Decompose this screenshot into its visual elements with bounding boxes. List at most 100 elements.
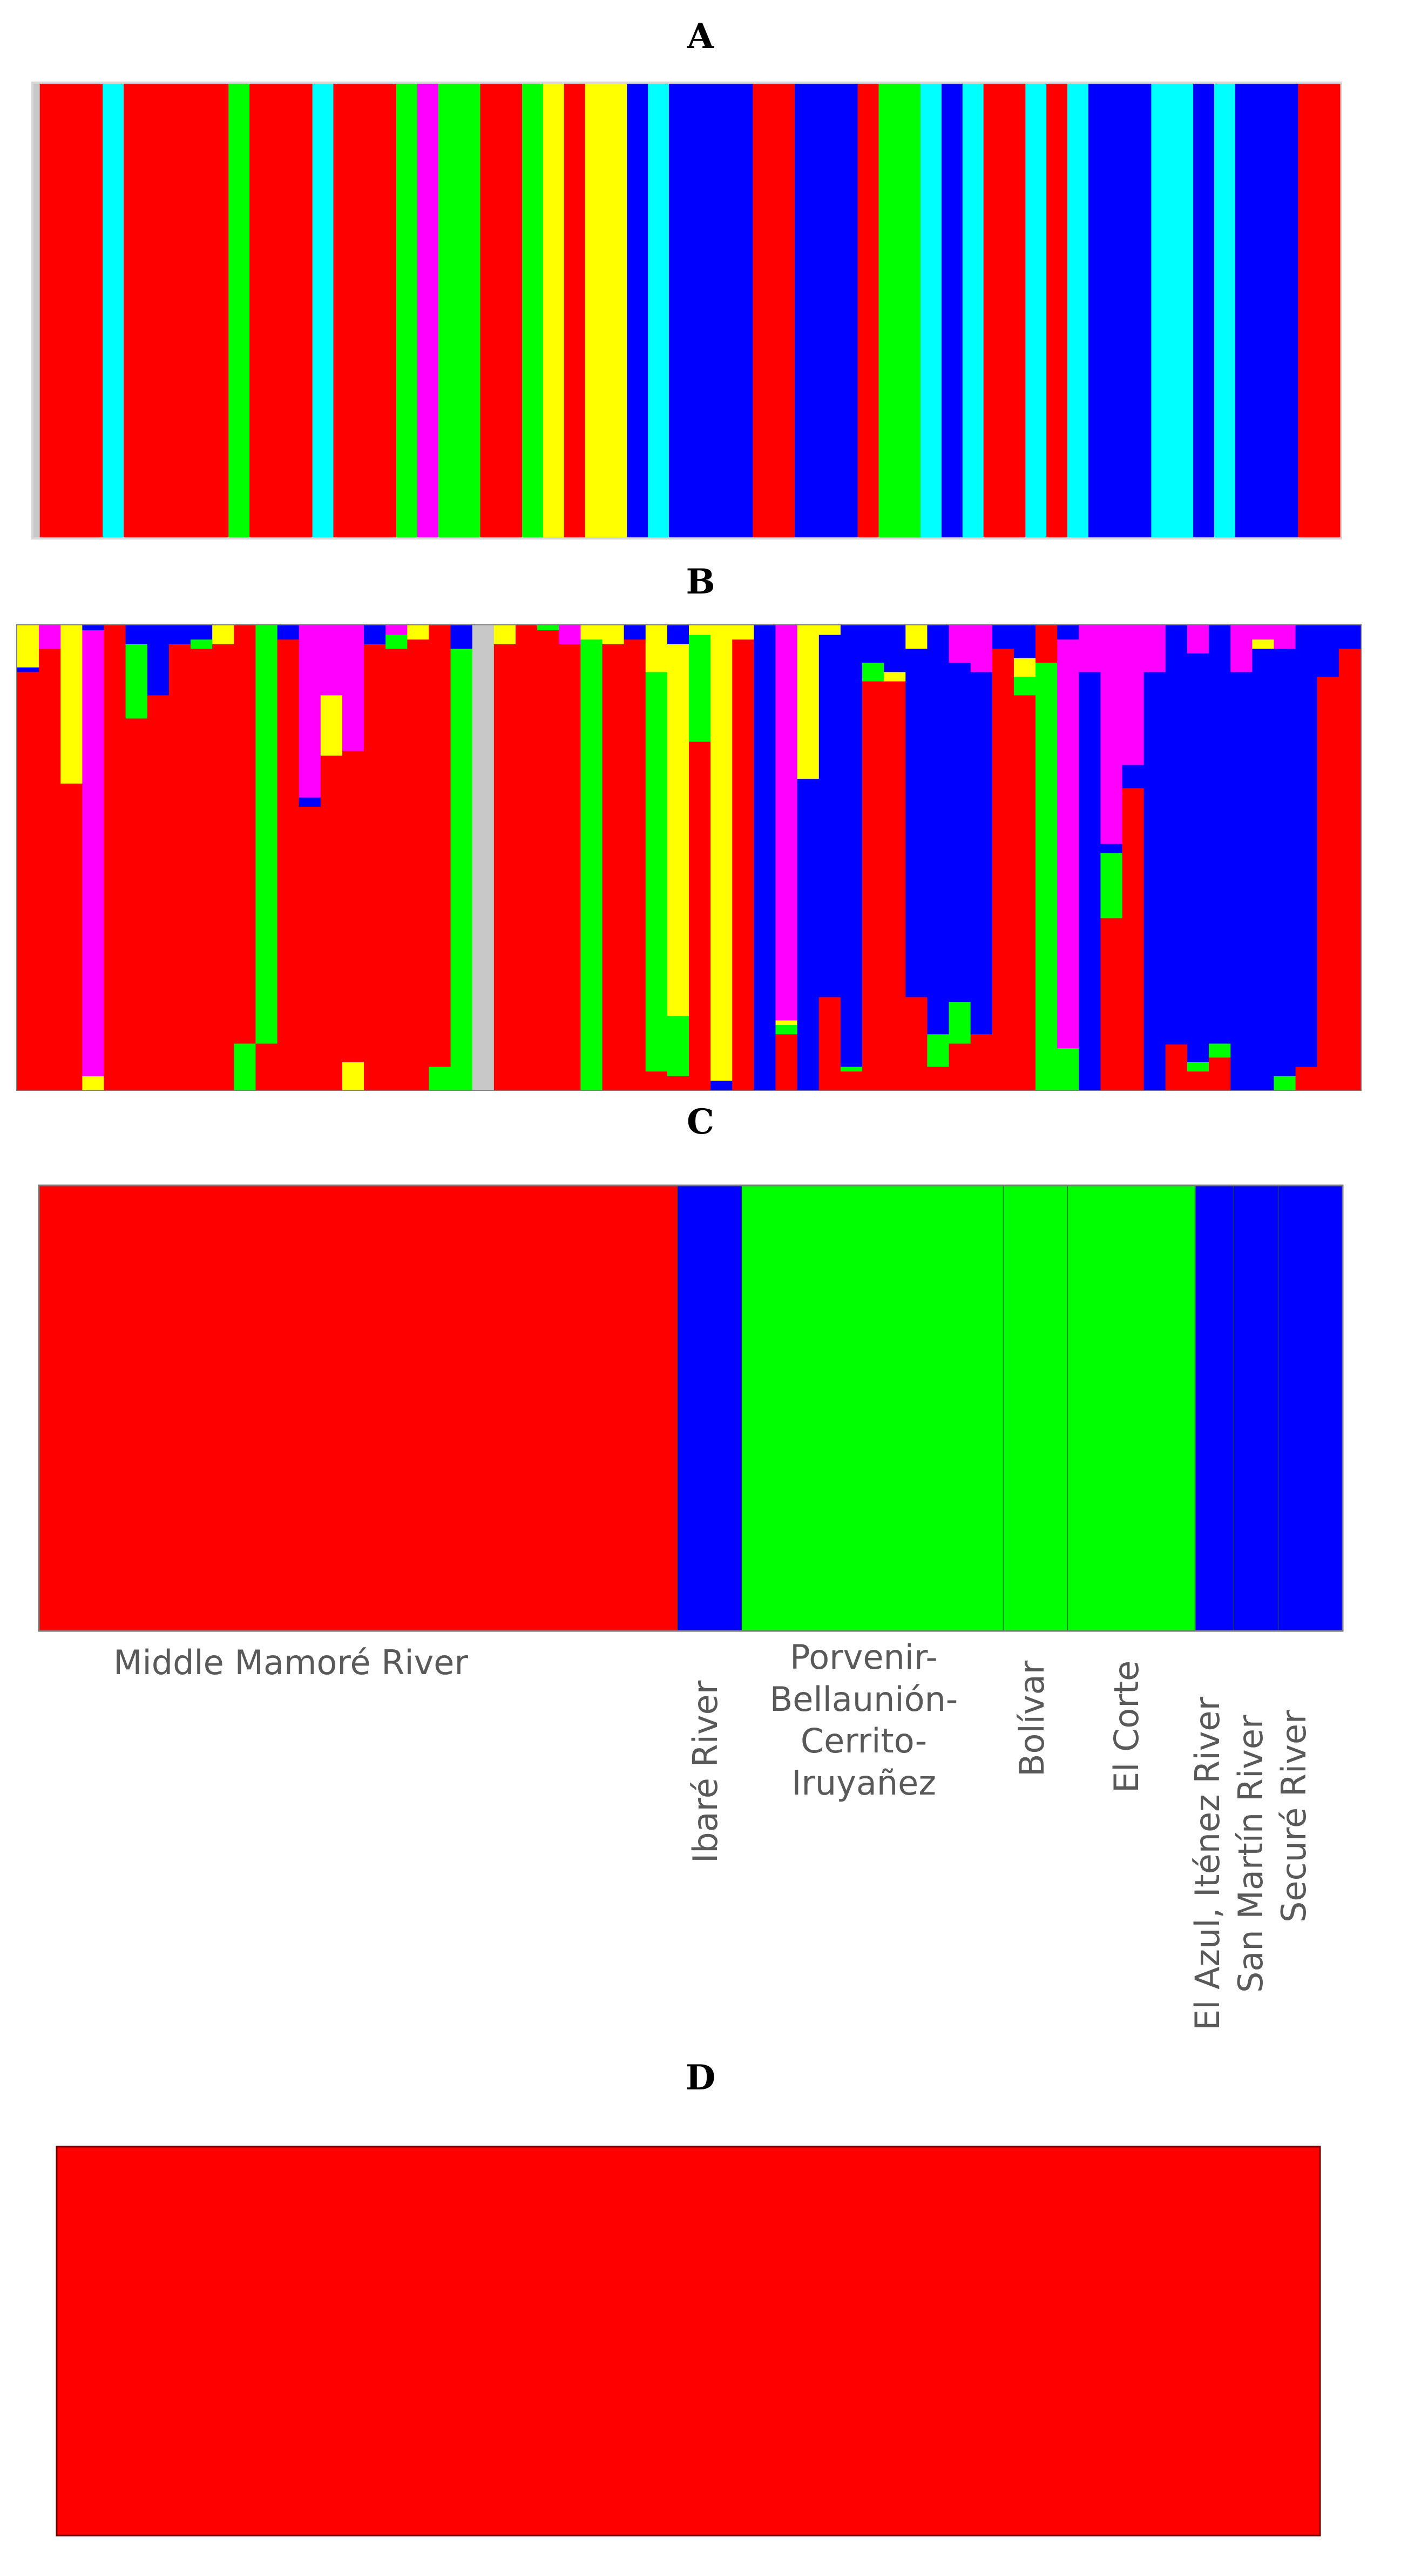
panel-b-col-42-seg-2: [927, 625, 950, 1035]
pop-label-san-martin: San Martín River: [1231, 1715, 1270, 1993]
panel-b-col-19-seg-0: [429, 1067, 451, 1090]
pop-label-bolivar: Bolívar: [1012, 1660, 1052, 1777]
panel-a-bar-19: [753, 84, 795, 537]
pop-label-ibare: Ibaré River: [686, 1680, 725, 1863]
panel-a-bar-30: [1088, 84, 1152, 537]
panel-b-col-27-seg-0: [602, 644, 625, 1090]
panel-c-group-0: [39, 1185, 678, 1631]
panel-b-col-44-seg-0: [970, 1034, 993, 1090]
panel-b-col-31-seg-0: [689, 741, 711, 1090]
panel-b-col-25-seg-0: [559, 644, 581, 1090]
panel-b-col-40-seg-0: [884, 681, 906, 1090]
panel-b-col-5-seg-0: [125, 718, 148, 1090]
panel-c-group-1: [678, 1185, 742, 1631]
panel-b-col-23-seg-0: [515, 625, 538, 1090]
panel-b-col-13-seg-1: [299, 797, 321, 807]
panel-b-col-43-seg-0: [949, 1043, 971, 1090]
panel-b-col-6-seg-1: [147, 625, 170, 696]
panel-b-col-2-seg-0: [60, 783, 83, 1090]
panel-c-group-3: [1004, 1185, 1068, 1631]
panel-c-group-7: [1278, 1185, 1343, 1631]
pop-label-porvenir-line-2: Bellaunión-: [769, 1679, 958, 1719]
panel-b-col-4-seg-0: [104, 625, 126, 1090]
panel-b-col-14-seg-0: [320, 755, 343, 1090]
panel-b-col-24-seg-0: [537, 630, 559, 1090]
panel-b-col-16-seg-1: [364, 625, 386, 644]
panel-b-col-10-seg-0: [234, 1043, 256, 1090]
panel-b-col-9-seg-0: [212, 644, 234, 1090]
panel-b-col-39-seg-1: [862, 662, 884, 682]
panel-b-col-49-seg-1: [1079, 625, 1101, 672]
panel-b-col-59-seg-1: [1295, 625, 1318, 1067]
panel-b-col-55-seg-2: [1209, 625, 1231, 1044]
panel-a-bar-1: [39, 84, 103, 537]
panel-c-group-6: [1234, 1185, 1279, 1631]
panel-b-col-31-seg-1: [689, 635, 711, 742]
panel-b-col-41-seg-0: [905, 997, 928, 1090]
panel-b-col-38-seg-0: [840, 1071, 863, 1090]
panel-a-bar-16: [627, 84, 648, 537]
panel-b-col-60-seg-0: [1317, 676, 1339, 1090]
panel-a-bar-31: [1151, 84, 1194, 537]
panel-b-col-42-seg-1: [927, 1034, 950, 1067]
panel-b-col-18-seg-0: [407, 639, 429, 1090]
panel-a-bar-28: [1046, 84, 1068, 537]
panel-b-col-29-seg-0: [645, 1071, 668, 1090]
panel-b-col-3-seg-2: [82, 630, 105, 1076]
panel-b-col-39-seg-2: [862, 625, 884, 663]
panel-b-col-17-seg-2: [385, 625, 408, 635]
panel-b-col-54-seg-1: [1187, 1062, 1209, 1072]
panel-b-col-8-seg-1: [191, 639, 213, 649]
panel-b-col-43-seg-3: [949, 625, 971, 663]
panel-d-label: D: [685, 2058, 716, 2098]
panel-b-col-30-seg-1: [667, 1015, 689, 1076]
panel-b-col-27-seg-1: [602, 625, 625, 644]
panel-b-col-22-seg-1: [493, 625, 516, 644]
panel-a-bar-23: [921, 84, 942, 537]
panel-b-col-13-seg-2: [299, 625, 321, 798]
panel-b-col-5-seg-1: [125, 644, 148, 719]
panel-b-col-5-seg-2: [125, 625, 148, 644]
panel-b-col-45-seg-0: [992, 649, 1014, 1090]
panel-b-col-37-seg-2: [818, 625, 841, 635]
panel-c-group-5: [1195, 1185, 1234, 1631]
panel-b-col-58-seg-1: [1274, 649, 1296, 1076]
panel-a-bar-17: [648, 84, 669, 537]
panel-b-col-12-seg-0: [277, 639, 300, 1090]
panel-b-col-8-seg-2: [191, 625, 213, 640]
panel-b-col-56-seg-1: [1230, 625, 1253, 672]
panel-a-bar-4: [228, 84, 250, 537]
panel-b-col-0-seg-0: [17, 672, 39, 1090]
panel-b-col-33-seg-1: [732, 625, 754, 640]
panel-b-col-19-seg-1: [429, 625, 451, 1067]
panel-a-bar-7: [333, 84, 397, 537]
panel-c-group-4: [1067, 1185, 1196, 1631]
panel-b-col-18-seg-1: [407, 625, 429, 640]
panel-b-col-46-seg-1: [1013, 676, 1036, 696]
panel-b-col-6-seg-0: [147, 695, 170, 1090]
panel-b-col-30-seg-0: [667, 1076, 689, 1090]
panel-b-col-0-seg-2: [17, 625, 39, 667]
panel-b-col-20-seg-1: [450, 625, 473, 649]
panel-b-col-44-seg-1: [970, 672, 993, 1035]
panel-b-col-43-seg-2: [949, 662, 971, 1002]
panel-a-bar-10: [438, 84, 480, 537]
panel-b-col-29-seg-1: [645, 672, 668, 1072]
panel-b-col-20-seg-0: [450, 649, 473, 1090]
panel-a-bar-27: [1025, 84, 1047, 537]
panel-a-bar-13: [543, 84, 565, 537]
panel-b-col-52-seg-0: [1143, 672, 1166, 1090]
panel-b-col-57-seg-2: [1252, 625, 1274, 640]
panel-a-bar-11: [480, 84, 523, 537]
panel-b-col-28-seg-1: [624, 625, 646, 640]
panel-b-col-58-seg-0: [1274, 1076, 1296, 1090]
panel-b-col-50-seg-3: [1100, 625, 1123, 844]
pop-label-el-corte: El Corte: [1107, 1660, 1146, 1793]
panel-b-col-13-seg-0: [299, 806, 321, 1090]
panel-b-col-47-seg-1: [1035, 625, 1058, 663]
panel-b-col-31-seg-2: [689, 625, 711, 635]
panel-d-bar-0: [56, 2146, 1321, 2537]
panel-b-col-35-seg-3: [775, 625, 798, 1021]
panel-b-col-51-seg-0: [1122, 788, 1145, 1090]
